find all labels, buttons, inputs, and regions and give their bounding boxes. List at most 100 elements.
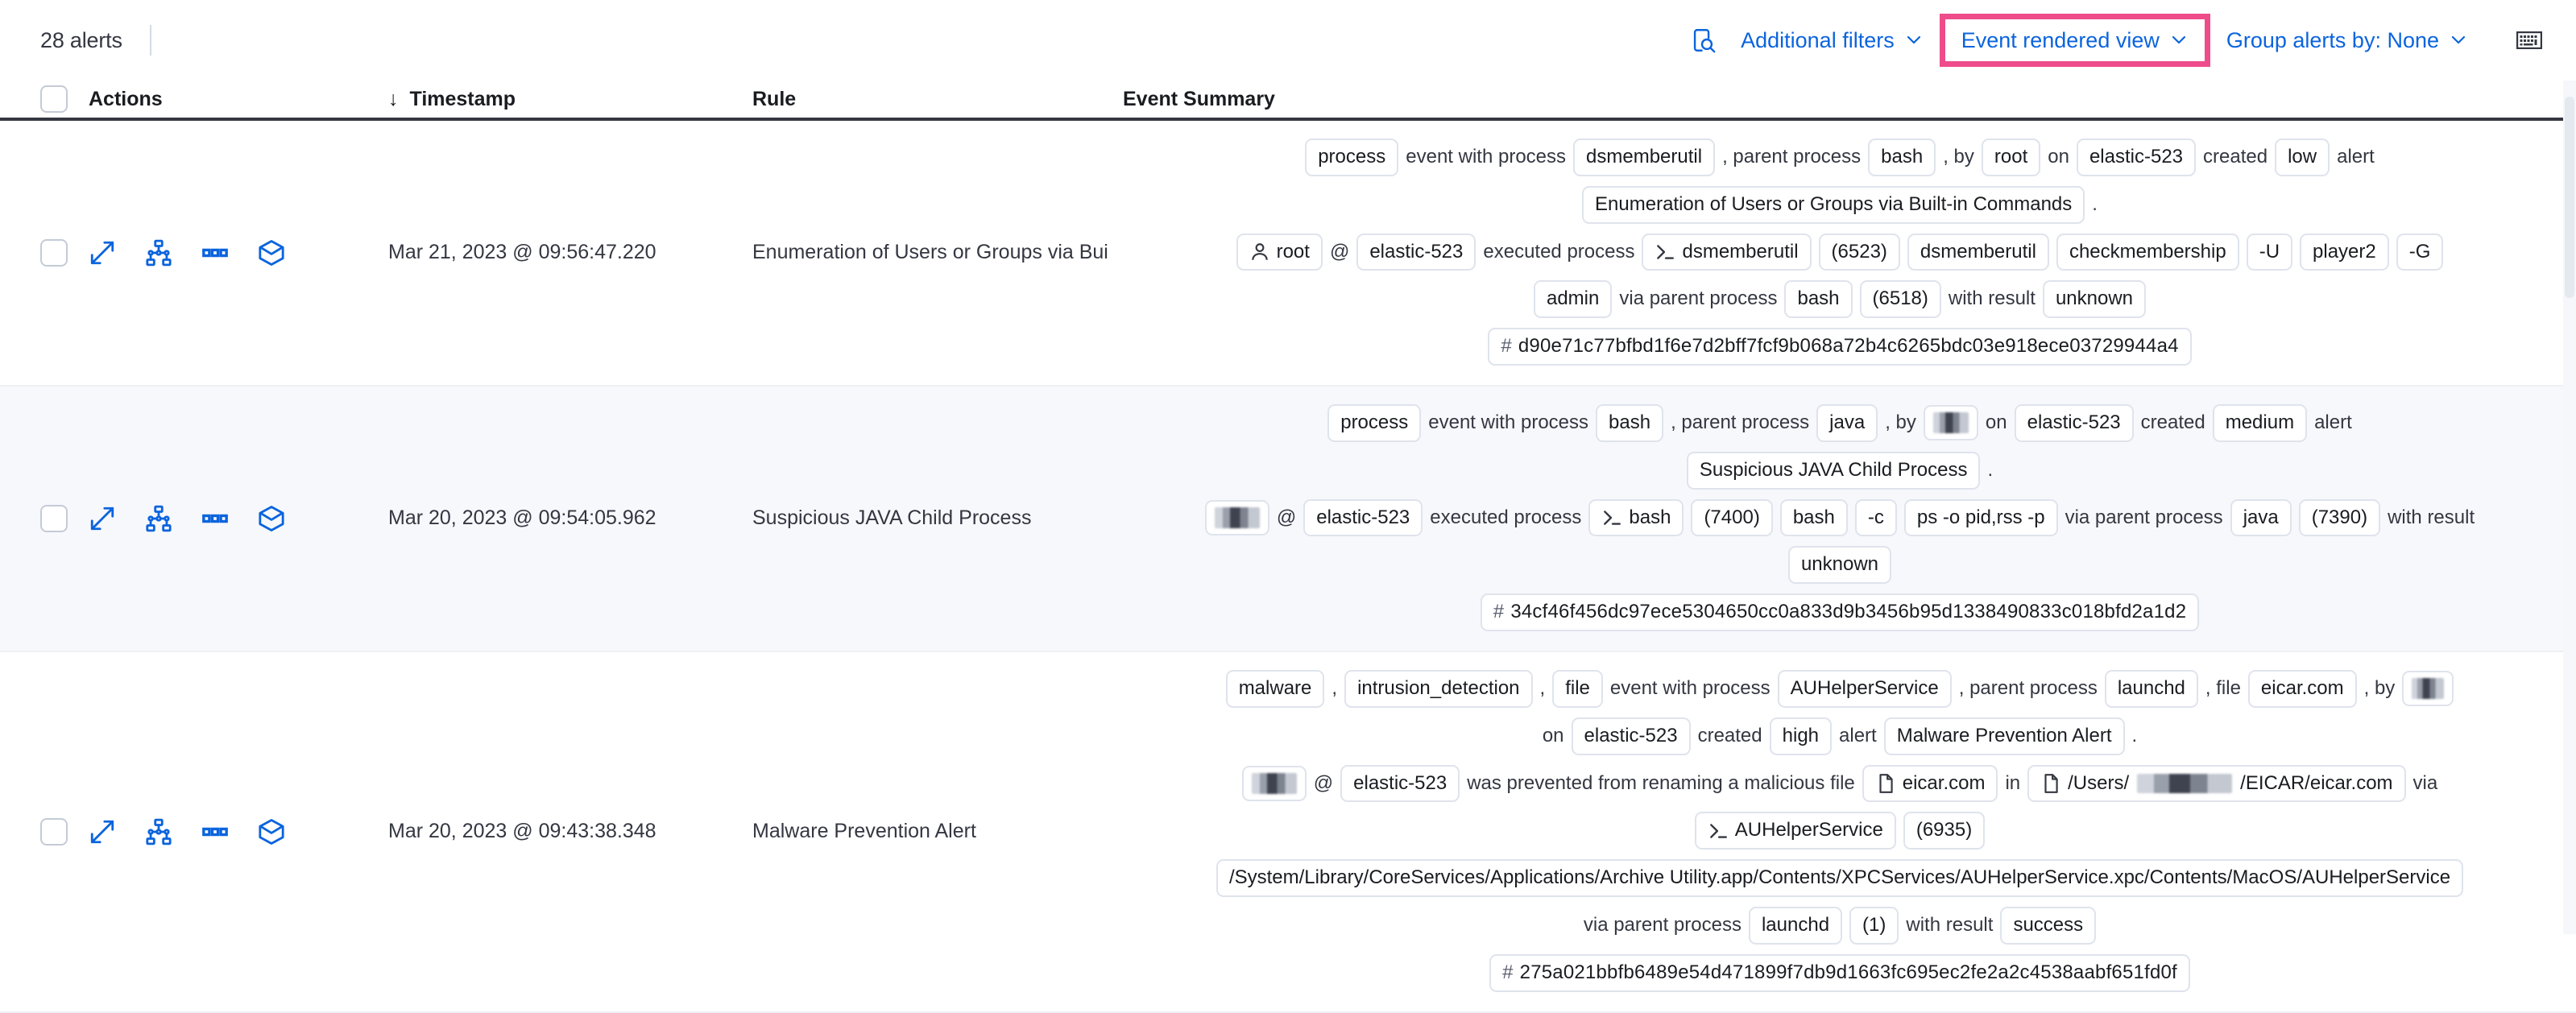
- summary-chip[interactable]: admin: [1533, 280, 1613, 319]
- analyze-event-icon[interactable]: [145, 239, 172, 267]
- summary-chip[interactable]: /System/Library/CoreServices/Application…: [1216, 859, 2464, 897]
- additional-filters-label: Additional filters: [1741, 28, 1895, 52]
- console-icon: [1601, 507, 1622, 528]
- summary-chip-redacted-user[interactable]: [2402, 671, 2454, 707]
- analyze-event-icon[interactable]: [145, 505, 172, 532]
- summary-chip[interactable]: ps -o pid,rss -p: [1903, 498, 2058, 537]
- summary-chip[interactable]: unknown: [1787, 546, 1892, 585]
- more-actions-icon[interactable]: [201, 505, 229, 532]
- summary-chip[interactable]: (7400): [1691, 498, 1773, 537]
- summary-chip[interactable]: unknown: [2042, 280, 2147, 319]
- alerts-table: Actions ↓ Timestamp Rule Event Summary M…: [0, 81, 2576, 1013]
- summary-chip[interactable]: dsmemberutil: [1907, 233, 2049, 271]
- summary-chip[interactable]: high: [1769, 717, 1833, 755]
- summary-chip-user[interactable]: root: [1236, 233, 1323, 271]
- summary-chip[interactable]: AUHelperService: [1777, 669, 1952, 708]
- expand-icon[interactable]: [89, 505, 116, 532]
- summary-text: via parent process: [1619, 287, 1778, 310]
- summary-chip[interactable]: elastic-523: [2014, 403, 2134, 442]
- summary-chip-process[interactable]: AUHelperService: [1694, 812, 1896, 850]
- file-icon: [1875, 773, 1896, 794]
- summary-chip[interactable]: elastic-523: [1356, 233, 1476, 271]
- summary-chip[interactable]: bash: [1596, 403, 1664, 442]
- event-rendered-view-button[interactable]: Event rendered view: [1953, 14, 2197, 67]
- column-header-rule: Rule: [752, 87, 797, 110]
- inspect-icon[interactable]: [1689, 27, 1717, 54]
- expand-icon[interactable]: [89, 239, 116, 267]
- summary-chip-process[interactable]: dsmemberutil: [1642, 233, 1812, 271]
- table-body: Mar 21, 2023 @ 09:56:47.220 Enumeration …: [0, 121, 2576, 1013]
- summary-chip[interactable]: elastic-523: [1340, 764, 1460, 803]
- summary-chip[interactable]: eicar.com: [2247, 669, 2357, 708]
- summary-chip[interactable]: bash: [1784, 280, 1853, 319]
- expand-icon[interactable]: [89, 818, 116, 846]
- row-timestamp-cell: Mar 21, 2023 @ 09:56:47.220: [388, 121, 752, 385]
- summary-chip[interactable]: launchd: [2104, 669, 2198, 708]
- summary-chip[interactable]: launchd: [1748, 906, 1843, 945]
- summary-chip[interactable]: (7390): [2298, 498, 2381, 537]
- user-icon: [1249, 242, 1270, 263]
- summary-chip[interactable]: dsmemberutil: [1573, 139, 1716, 176]
- summary-chip[interactable]: player2: [2300, 233, 2389, 271]
- summary-chip[interactable]: checkmembership: [2056, 233, 2239, 271]
- summary-chip[interactable]: -G: [2396, 233, 2444, 271]
- summary-chip[interactable]: process: [1327, 403, 1422, 442]
- session-view-icon[interactable]: [258, 239, 285, 267]
- summary-text: via: [2412, 771, 2438, 794]
- row-select-checkbox[interactable]: [40, 817, 68, 846]
- summary-chip[interactable]: java: [2230, 498, 2292, 537]
- summary-chip[interactable]: medium: [2212, 403, 2308, 442]
- summary-chip[interactable]: intrusion_detection: [1344, 669, 1533, 708]
- summary-chip[interactable]: low: [2275, 139, 2330, 176]
- summary-text: event with process: [1406, 146, 1567, 167]
- summary-chip[interactable]: bash: [1779, 498, 1848, 537]
- summary-chip-hash[interactable]: #275a021bbfb6489e54d471899f7db9d1663fc69…: [1489, 953, 2190, 992]
- summary-chip-redacted-user[interactable]: [1923, 405, 1978, 441]
- summary-chip[interactable]: java: [1816, 403, 1878, 442]
- session-view-icon[interactable]: [258, 505, 285, 532]
- summary-chip[interactable]: (6935): [1903, 812, 1986, 850]
- table-row[interactable]: Mar 21, 2023 @ 09:56:47.220 Enumeration …: [0, 121, 2576, 387]
- summary-chip-hash[interactable]: #34cf46f456dc97ece5304650cc0a833d9b3456b…: [1480, 593, 2200, 631]
- summary-chip[interactable]: success: [2000, 906, 2097, 945]
- summary-chip-redacted-user[interactable]: [1204, 499, 1269, 535]
- more-actions-icon[interactable]: [201, 818, 229, 846]
- summary-chip[interactable]: Malware Prevention Alert: [1883, 717, 2125, 755]
- row-select-checkbox[interactable]: [40, 504, 68, 532]
- table-row[interactable]: Mar 20, 2023 @ 09:54:05.962 Suspicious J…: [0, 386, 2576, 652]
- additional-filters-button[interactable]: Additional filters: [1728, 14, 1936, 67]
- summary-chip[interactable]: Suspicious JAVA Child Process: [1686, 451, 1981, 490]
- summary-chip[interactable]: elastic-523: [1571, 717, 1691, 755]
- summary-chip[interactable]: (6518): [1859, 280, 1941, 319]
- summary-chip[interactable]: -U: [2246, 233, 2293, 271]
- summary-chip[interactable]: elastic-523: [2076, 139, 2197, 176]
- summary-chip[interactable]: elastic-523: [1303, 498, 1423, 537]
- summary-chip[interactable]: Enumeration of Users or Groups via Built…: [1582, 185, 2085, 224]
- summary-chip[interactable]: root: [1981, 139, 2041, 176]
- summary-chip[interactable]: (1): [1849, 906, 1899, 945]
- summary-chip[interactable]: process: [1305, 139, 1399, 176]
- more-actions-icon[interactable]: [201, 239, 229, 267]
- keyboard-shortcuts-button[interactable]: [2516, 31, 2542, 49]
- summary-chip[interactable]: bash: [1868, 139, 1936, 176]
- chevron-down-icon: [2169, 30, 2189, 49]
- summary-chip-process[interactable]: bash: [1588, 498, 1684, 537]
- row-select-checkbox[interactable]: [40, 238, 68, 267]
- summary-chip-file-path-redacted[interactable]: /Users//EICAR/eicar.com: [2027, 764, 2406, 803]
- summary-chip[interactable]: -c: [1854, 498, 1897, 537]
- column-header-timestamp[interactable]: ↓ Timestamp: [388, 88, 752, 111]
- row-actions-cell: [89, 652, 388, 1011]
- summary-chip[interactable]: file: [1552, 669, 1603, 708]
- session-view-icon[interactable]: [258, 818, 285, 846]
- toolbar-left: 28 alerts: [0, 0, 151, 81]
- vertical-scrollbar-thumb[interactable]: [2565, 97, 2574, 298]
- analyze-event-icon[interactable]: [145, 818, 172, 846]
- summary-chip-hash[interactable]: #d90e71c77bfbd1f6e7d2bff7fcf9b068a72b4c6…: [1488, 328, 2192, 366]
- summary-chip[interactable]: malware: [1225, 669, 1325, 708]
- group-alerts-by-button[interactable]: Group alerts by: None: [2214, 14, 2481, 67]
- select-all-checkbox[interactable]: [40, 85, 68, 113]
- summary-chip-redacted-user[interactable]: [1241, 765, 1307, 801]
- summary-chip-file[interactable]: eicar.com: [1862, 764, 1998, 803]
- table-row[interactable]: Mar 20, 2023 @ 09:43:38.348 Malware Prev…: [0, 652, 2576, 1013]
- summary-chip[interactable]: (6523): [1818, 233, 1900, 271]
